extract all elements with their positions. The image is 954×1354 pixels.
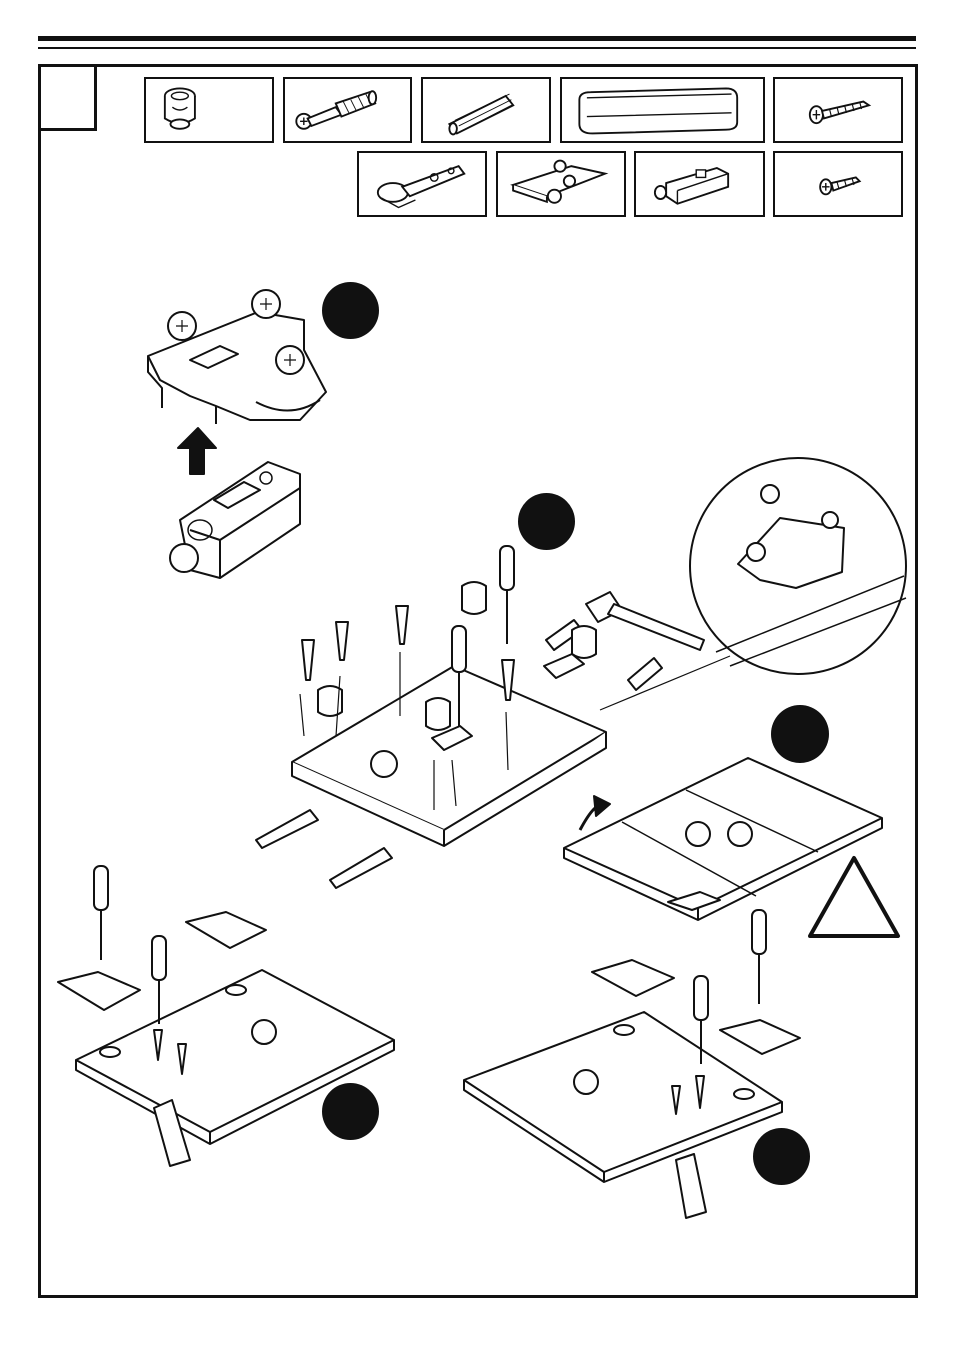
short-screw-icon <box>819 176 862 196</box>
step-c-illustration <box>563 757 883 921</box>
hinge-icon <box>376 165 466 209</box>
cam-bolt-icon <box>295 90 378 130</box>
part-short-screw <box>773 151 903 217</box>
part-hinge <box>357 151 487 217</box>
handle-bar-icon <box>578 87 739 135</box>
step-e-illustration <box>463 909 801 1219</box>
mounting-plate-icon <box>510 159 609 204</box>
part-wooden-dowel <box>421 77 551 143</box>
warning-triangle-icon <box>808 856 900 938</box>
long-screw-icon <box>808 100 872 125</box>
cam-lock-icon <box>163 87 196 130</box>
part-cam-lock <box>144 77 274 143</box>
part-cam-bolt <box>283 77 412 143</box>
step-badge-a <box>322 282 379 339</box>
step-badge-c <box>771 705 829 763</box>
header-rule-thin <box>38 47 916 49</box>
step-d-illustration <box>57 865 395 1167</box>
step-badge-e <box>753 1128 810 1185</box>
part-long-screw <box>773 77 903 143</box>
instruction-frame <box>38 64 918 1298</box>
step-badge-b <box>518 493 575 550</box>
wooden-dowel-icon <box>447 93 515 136</box>
step-b-illustration <box>255 545 705 889</box>
header-rule-thick <box>38 36 916 41</box>
part-soft-close-damper <box>634 151 765 217</box>
step-badge-d <box>322 1083 379 1140</box>
step-a-illustration <box>147 289 327 579</box>
soft-close-damper-icon <box>653 167 730 205</box>
part-handle-bar <box>560 77 765 143</box>
step-number-box <box>38 64 97 131</box>
detail-magnifier <box>599 457 907 711</box>
part-mounting-plate <box>496 151 626 217</box>
